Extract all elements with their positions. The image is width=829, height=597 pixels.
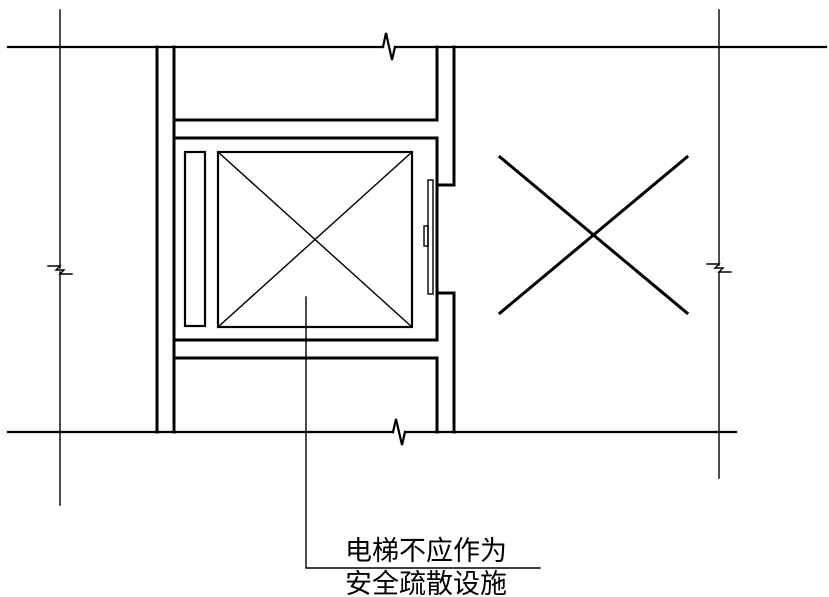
annotation-line-1: 电梯不应作为 — [345, 536, 507, 567]
horizontal-walls — [6, 32, 828, 446]
break-mark-bottom — [391, 418, 407, 446]
break-mark-left — [47, 265, 73, 275]
cabin-diagonal-2 — [217, 151, 413, 328]
lower-wall-block — [172, 356, 439, 434]
car-cabin — [216, 150, 414, 329]
upper-wall-block — [172, 45, 439, 122]
axis-lines — [47, 9, 732, 506]
leader-line — [305, 296, 541, 569]
annotation-line-2: 安全疏散设施 — [345, 569, 507, 597]
void-cross — [497, 154, 690, 316]
break-mark-top — [381, 32, 397, 61]
door-panel-inner — [423, 225, 429, 247]
void-cross-diagonal-2 — [497, 154, 690, 316]
shaft-walls — [155, 45, 456, 434]
break-mark-right — [706, 263, 732, 273]
counterweight — [183, 150, 207, 328]
door-panel-outer — [427, 179, 434, 295]
annotation-leader — [305, 296, 541, 569]
